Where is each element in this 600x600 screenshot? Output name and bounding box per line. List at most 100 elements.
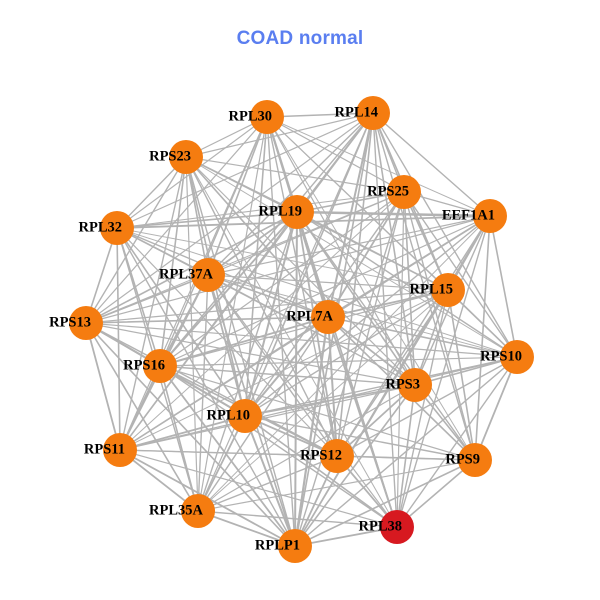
graph-edge: [159, 211, 298, 367]
graph-edge: [159, 365, 199, 512]
graph-edge: [159, 215, 491, 367]
graph-edge: [197, 316, 329, 512]
graph-node-rpl37a[interactable]: [191, 258, 225, 292]
graph-node-rps16[interactable]: [143, 349, 177, 383]
graph-edge: [396, 215, 491, 528]
graph-node-rpl32[interactable]: [100, 211, 134, 245]
graph-node-rps12[interactable]: [320, 439, 354, 473]
graph-edge: [294, 289, 449, 547]
graph-node-rps10[interactable]: [500, 340, 534, 374]
graph-edge: [266, 116, 476, 461]
graph-edge: [336, 289, 449, 457]
graph-edge: [197, 112, 374, 512]
graph-edge: [403, 191, 476, 461]
graph-edge: [85, 322, 199, 512]
graph-edge: [85, 274, 209, 324]
graph-edge: [336, 356, 518, 457]
graph-edge: [119, 449, 398, 528]
graph-edge: [489, 215, 518, 358]
graph-edge: [327, 316, 398, 528]
graph-node-rps9[interactable]: [458, 443, 492, 477]
graph-edge: [266, 116, 405, 193]
chart-title: COAD normal: [236, 28, 364, 49]
graph-node-rpl35a[interactable]: [181, 494, 215, 528]
graph-node-rpl15[interactable]: [431, 273, 465, 307]
graph-edge: [185, 156, 518, 358]
graph-edge: [185, 156, 296, 547]
graph-edge: [474, 356, 518, 461]
graph-edge: [414, 356, 518, 386]
graph-node-rpl14[interactable]: [356, 96, 390, 130]
graph-edge: [116, 227, 449, 291]
graph-edge: [119, 356, 518, 451]
graph-edge: [294, 459, 476, 547]
graph-edge: [207, 274, 338, 457]
graph-edge: [396, 356, 518, 528]
graph-node-rpl38[interactable]: [380, 510, 414, 544]
graph-edge: [327, 289, 449, 318]
graph-edge: [159, 191, 405, 367]
graph-edge: [296, 191, 405, 213]
graph-edge: [207, 274, 329, 318]
graph-edge: [85, 322, 518, 358]
graph-edge: [116, 227, 518, 358]
graph-edge: [197, 510, 296, 547]
graph-edge: [207, 112, 374, 276]
graph-node-rps13[interactable]: [69, 306, 103, 340]
graph-edge: [116, 112, 374, 229]
graph-edge: [207, 274, 416, 386]
graph-edge: [85, 322, 121, 451]
graph-edge: [293, 315, 330, 548]
graph-edge: [244, 384, 416, 417]
graph-node-rpl30[interactable]: [250, 100, 284, 134]
graph-node-eef1a1[interactable]: [473, 199, 507, 233]
graph-edge: [294, 526, 398, 547]
graph-edge: [85, 316, 329, 324]
graph-edge: [119, 415, 246, 451]
graph-node-rpl10[interactable]: [228, 399, 262, 433]
graph-edge: [119, 384, 416, 451]
graph-edge: [207, 274, 398, 528]
graph-edge: [244, 211, 298, 417]
graph-edge: [197, 455, 338, 512]
graph-edge: [119, 211, 298, 451]
graph-node-rps25[interactable]: [387, 175, 421, 209]
graph-edge: [159, 289, 449, 367]
graph-edge: [185, 156, 405, 193]
node-layer: [69, 96, 534, 563]
graph-edge: [207, 274, 449, 291]
graph-edge: [159, 365, 416, 386]
graph-edge: [197, 459, 476, 512]
graph-edge: [116, 211, 298, 229]
graph-node-rplp1[interactable]: [278, 529, 312, 563]
graph-edge: [396, 384, 416, 528]
graph-edge: [159, 356, 518, 367]
graph-edge: [85, 156, 187, 324]
graph-edge: [447, 289, 476, 461]
graph-edge: [197, 510, 398, 528]
graph-edge: [372, 112, 416, 386]
graph-edge: [116, 191, 405, 229]
edge-layer: [85, 112, 518, 548]
graph-edge: [266, 112, 374, 118]
graph-edge: [185, 112, 374, 158]
graph-node-rps3[interactable]: [398, 368, 432, 402]
graph-edge: [85, 322, 416, 386]
graph-edge: [266, 116, 491, 217]
graph-edge: [159, 365, 398, 528]
graph-edge: [197, 384, 416, 512]
graph-edge: [336, 384, 416, 457]
graph-edge: [296, 211, 449, 291]
graph-node-rpl19[interactable]: [280, 195, 314, 229]
graph-node-rps11[interactable]: [103, 433, 137, 467]
graph-edge: [85, 116, 268, 324]
graph-edge: [244, 356, 518, 417]
graph-edge: [372, 112, 476, 461]
graph-node-rps23[interactable]: [169, 140, 203, 174]
graph-edge: [159, 156, 187, 367]
graph-edge: [244, 415, 296, 547]
graph-node-rpl7a[interactable]: [311, 300, 345, 334]
graph-edge: [403, 191, 449, 291]
